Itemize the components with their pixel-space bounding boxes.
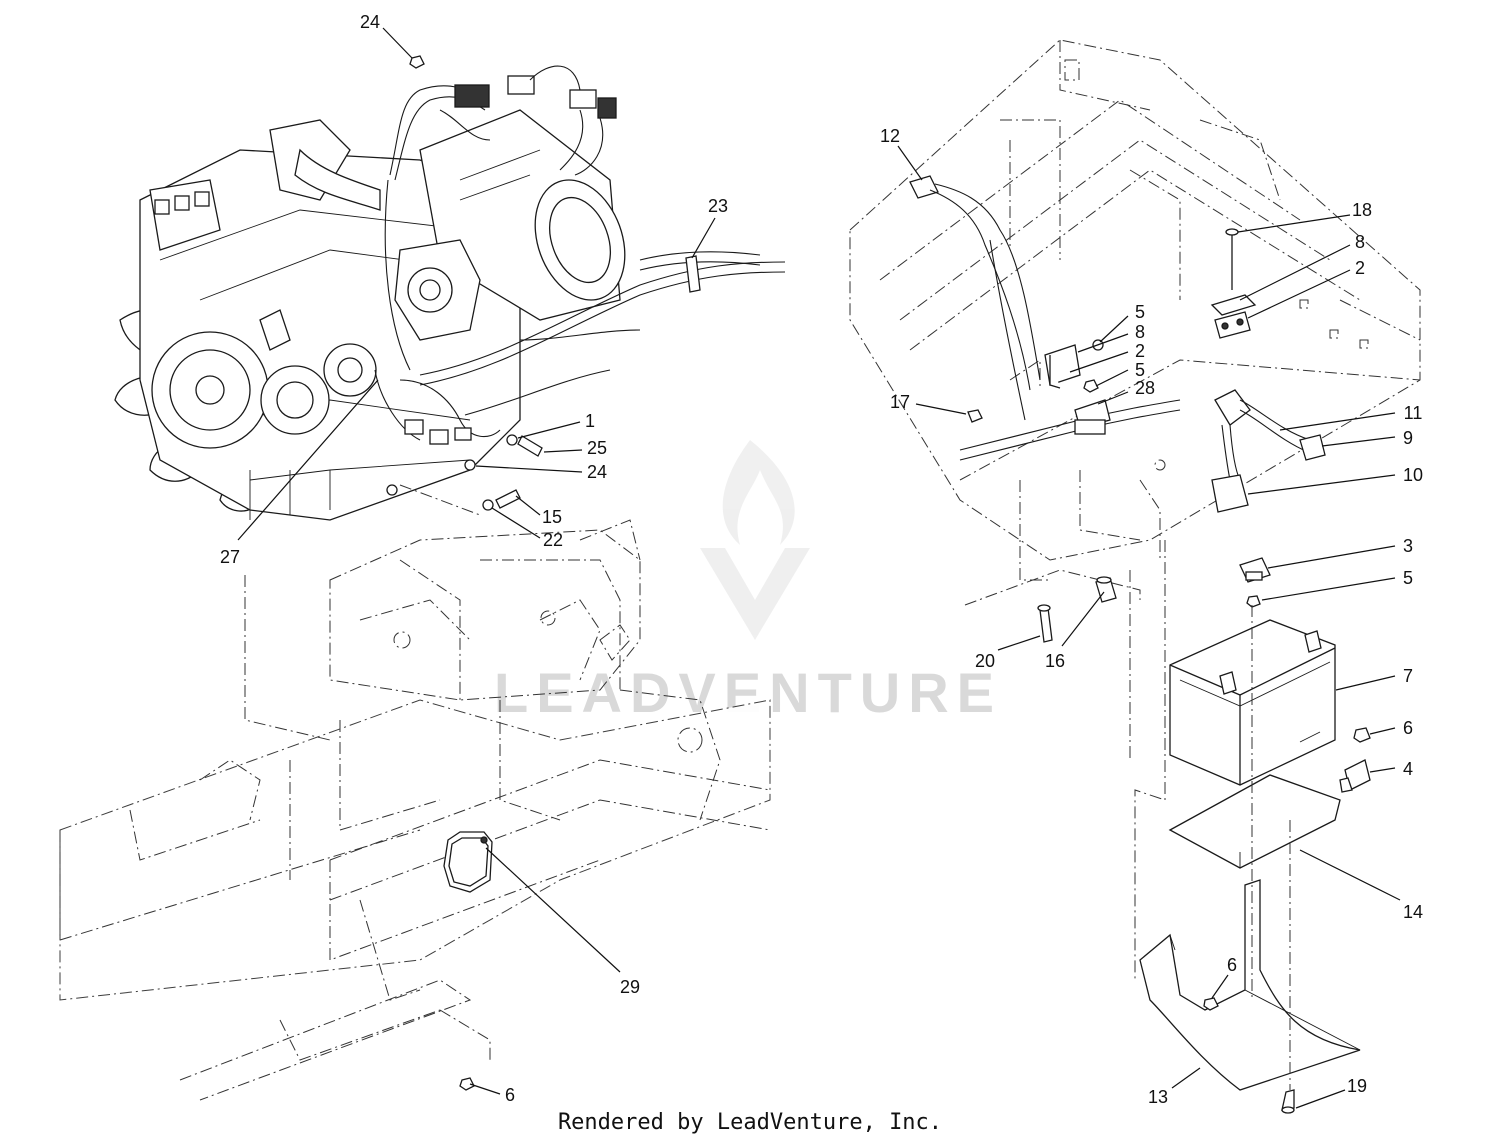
- footer-credit: Rendered by LeadVenture, Inc.: [557, 1110, 943, 1135]
- callout-29: 29: [620, 977, 640, 997]
- callout-20: 20: [975, 651, 995, 671]
- callout-3: 3: [1403, 536, 1413, 556]
- main-frame: [59, 519, 771, 1101]
- mount-bolts: [1037, 576, 1117, 643]
- gasket-29: [443, 831, 493, 893]
- callout-10: 10: [1403, 465, 1423, 485]
- hardware-left: [399, 55, 543, 1091]
- callout-5-a: 5: [1135, 302, 1145, 322]
- callout-23: 23: [708, 196, 728, 216]
- callout-11: 11: [1404, 403, 1423, 423]
- callout-6-right: 6: [1403, 718, 1413, 738]
- callout-27: 27: [220, 547, 240, 567]
- callout-8-mid: 8: [1135, 322, 1145, 342]
- callouts: 24 23 1 25 24 15 22 27 29 6 12 18: [220, 12, 1423, 1109]
- callout-19: 19: [1347, 1076, 1367, 1096]
- wire-harness-23: [419, 251, 786, 416]
- callout-24-mid: 24: [587, 462, 607, 482]
- callout-17: 17: [890, 392, 910, 412]
- callout-7: 7: [1403, 666, 1413, 686]
- callout-8-right: 8: [1355, 232, 1365, 252]
- callout-15: 15: [542, 507, 562, 527]
- engine-assembly: [114, 65, 626, 521]
- callout-6-bottom: 6: [505, 1085, 515, 1105]
- callout-4: 4: [1403, 759, 1413, 779]
- battery-cable-set: [1211, 389, 1326, 513]
- clamp-hardware: [1239, 557, 1271, 608]
- battery-tray-13: [1139, 605, 1361, 1114]
- callout-28: 28: [1135, 378, 1155, 398]
- callout-16: 16: [1045, 651, 1065, 671]
- callout-14: 14: [1403, 902, 1423, 922]
- callout-24-top: 24: [360, 12, 380, 32]
- callout-1: 1: [585, 411, 595, 431]
- bracket-hardware-mid: [967, 339, 1111, 435]
- callout-6-tray: 6: [1227, 955, 1237, 975]
- callout-12: 12: [880, 126, 900, 146]
- watermark-logo: [700, 440, 810, 640]
- callout-2-mid: 2: [1135, 341, 1145, 361]
- callout-18: 18: [1352, 200, 1372, 220]
- rear-frame: [849, 39, 1421, 980]
- bracket-hardware-right: [1210, 228, 1257, 339]
- callout-13: 13: [1148, 1087, 1168, 1107]
- callout-25: 25: [587, 438, 607, 458]
- callout-5-c: 5: [1403, 568, 1413, 588]
- battery-pad-14: [1168, 774, 1341, 869]
- callout-22: 22: [543, 530, 563, 550]
- callout-5-b: 5: [1135, 360, 1145, 380]
- tray-clamp: [1339, 727, 1371, 793]
- callout-9: 9: [1403, 428, 1413, 448]
- callout-2-right: 2: [1355, 258, 1365, 278]
